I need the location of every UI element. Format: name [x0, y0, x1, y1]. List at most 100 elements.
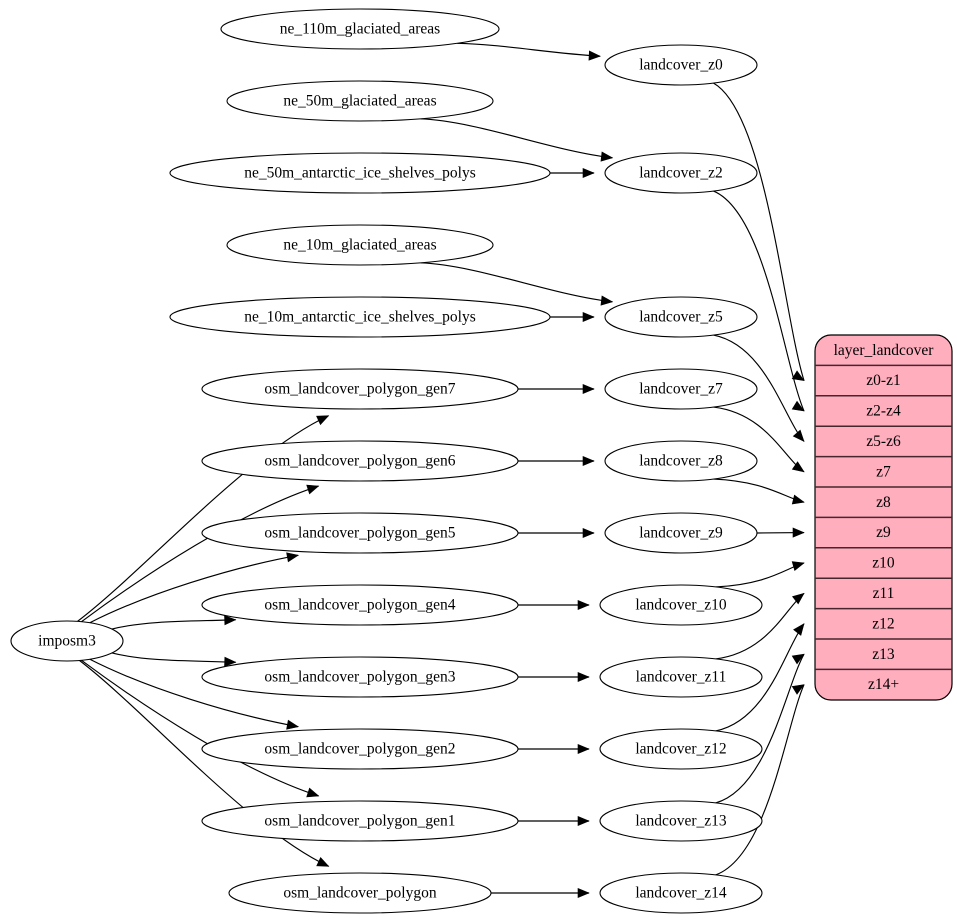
- node-shape-imposm3: [10, 620, 124, 662]
- node-landcover_z14[interactable]: landcover_z14: [599, 872, 763, 914]
- edge-ne_110m_glaciated_areas-to-landcover_z0-arrowhead: [588, 50, 601, 61]
- node-landcover_z7[interactable]: landcover_z7: [604, 368, 758, 410]
- edge-landcover_z2-to-layer_landcover-z2-z4-arrowhead: [791, 400, 805, 412]
- edge-imposm3-to-osm_landcover_polygon: [79, 660, 329, 867]
- node-shape-osm_landcover_polygon_gen2: [201, 728, 519, 770]
- edge-ne_50m_glaciated_areas-to-landcover_z2-arrowhead: [600, 151, 614, 162]
- edge-imposm3-to-osm_landcover_polygon_gen7: [77, 415, 329, 622]
- edge-landcover_z7-to-layer_landcover-z7-arrowhead: [791, 461, 805, 473]
- node-shape-landcover_z5: [604, 296, 758, 338]
- edge-imposm3-to-osm_landcover_polygon_gen2: [89, 658, 299, 728]
- node-shape-osm_landcover_polygon_gen1: [201, 800, 519, 842]
- edge-imposm3-to-osm_landcover_polygon_gen1: [81, 659, 319, 797]
- edge-landcover_z12-to-layer_landcover-z12-arrowhead: [793, 623, 805, 636]
- edge-ne_10m_antarctic_ice_shelves_polys-to-landcover_z5-arrowhead: [582, 311, 595, 323]
- node-ne_110m_glaciated_areas[interactable]: ne_110m_glaciated_areas: [220, 8, 500, 50]
- node-landcover_z10[interactable]: landcover_z10: [599, 584, 763, 626]
- node-shape-landcover_z2: [604, 152, 758, 194]
- edge-imposm3-to-osm_landcover_polygon_gen4: [111, 619, 236, 630]
- node-ne_10m_glaciated_areas[interactable]: ne_10m_glaciated_areas: [226, 224, 494, 266]
- edge-osm_landcover_polygon_gen1-to-landcover_z13-arrowhead: [577, 815, 590, 827]
- node-osm_landcover_polygon[interactable]: osm_landcover_polygon: [228, 872, 492, 914]
- node-ne_10m_antarctic_ice_shelves_polys[interactable]: ne_10m_antarctic_ice_shelves_polys: [169, 296, 551, 338]
- node-shape-osm_landcover_polygon: [228, 872, 492, 914]
- node-shape-ne_50m_antarctic_ice_shelves_polys: [169, 152, 551, 194]
- layer-landcover-table: layer_landcoverz0-z1z2-z4z5-z6z7z8z9z10z…: [814, 334, 953, 701]
- node-landcover_z5[interactable]: landcover_z5: [604, 296, 758, 338]
- node-osm_landcover_polygon_gen6[interactable]: osm_landcover_polygon_gen6: [201, 440, 519, 482]
- edge-imposm3-to-osm_landcover_polygon_gen2-arrowhead: [286, 719, 299, 730]
- edge-ne_50m_glaciated_areas-to-landcover_z2: [420, 118, 613, 159]
- node-osm_landcover_polygon_gen5[interactable]: osm_landcover_polygon_gen5: [201, 512, 519, 554]
- edge-imposm3-to-osm_landcover_polygon_gen7-arrowhead: [316, 415, 330, 426]
- edge-osm_landcover_polygon_gen6-to-landcover_z8-arrowhead: [582, 455, 595, 467]
- edge-landcover_z14-to-layer_landcover-z14+: [715, 684, 805, 876]
- edge-imposm3-to-osm_landcover_polygon_gen6: [81, 485, 319, 623]
- node-osm_landcover_polygon_gen2[interactable]: osm_landcover_polygon_gen2: [201, 728, 519, 770]
- node-ne_50m_glaciated_areas[interactable]: ne_50m_glaciated_areas: [226, 80, 494, 122]
- node-shape-landcover_z10: [599, 584, 763, 626]
- edge-imposm3-to-osm_landcover_polygon_gen3: [111, 652, 236, 663]
- node-shape-osm_landcover_polygon_gen6: [201, 440, 519, 482]
- edge-imposm3-to-osm_landcover_polygon_gen1-arrowhead: [306, 787, 320, 798]
- node-shape-landcover_z8: [604, 440, 758, 482]
- edge-landcover_z2-to-layer_landcover-z2-z4: [713, 190, 805, 412]
- node-shape-osm_landcover_polygon_gen4: [201, 584, 519, 626]
- edge-osm_landcover_polygon-to-landcover_z14-arrowhead: [577, 887, 590, 899]
- node-landcover_z2[interactable]: landcover_z2: [604, 152, 758, 194]
- edge-osm_landcover_polygon_gen7-to-landcover_z7-arrowhead: [582, 383, 595, 395]
- node-osm_landcover_polygon_gen1[interactable]: osm_landcover_polygon_gen1: [201, 800, 519, 842]
- edge-landcover_z9-to-layer_landcover-z9-arrowhead: [792, 527, 805, 538]
- nodes-layer: imposm3 ne_110m_glaciated_areas ne_50m_gla…: [10, 8, 763, 914]
- node-ne_50m_antarctic_ice_shelves_polys[interactable]: ne_50m_antarctic_ice_shelves_polys: [169, 152, 551, 194]
- edge-landcover_z0-to-layer_landcover-z0-z1: [713, 82, 805, 381]
- edge-imposm3-to-osm_landcover_polygon_gen5-arrowhead: [286, 552, 299, 563]
- edge-imposm3-to-osm_landcover_polygon_gen3-arrowhead: [224, 656, 237, 667]
- edge-imposm3-to-osm_landcover_polygon_gen4-arrowhead: [224, 615, 237, 626]
- node-shape-ne_50m_glaciated_areas: [226, 80, 494, 122]
- node-landcover_z11[interactable]: landcover_z11: [599, 656, 763, 698]
- edge-osm_landcover_polygon_gen2-to-landcover_z12-arrowhead: [577, 743, 590, 755]
- node-shape-landcover_z14: [599, 872, 763, 914]
- node-osm_landcover_polygon_gen3[interactable]: osm_landcover_polygon_gen3: [201, 656, 519, 698]
- edge-osm_landcover_polygon_gen5-to-landcover_z9-arrowhead: [582, 527, 595, 539]
- edge-landcover_z0-to-layer_landcover-z0-z1-arrowhead: [791, 370, 805, 382]
- edge-osm_landcover_polygon_gen4-to-landcover_z10-arrowhead: [577, 599, 590, 611]
- edges-layer: [77, 42, 805, 899]
- edge-osm_landcover_polygon_gen3-to-landcover_z11-arrowhead: [577, 671, 590, 683]
- edge-ne_10m_glaciated_areas-to-landcover_z5-arrowhead: [600, 295, 614, 306]
- node-shape-osm_landcover_polygon_gen5: [201, 512, 519, 554]
- node-shape-osm_landcover_polygon_gen7: [201, 368, 519, 410]
- node-shape-landcover_z0: [604, 44, 758, 86]
- edge-ne_10m_glaciated_areas-to-landcover_z5: [420, 262, 613, 303]
- node-landcover_z0[interactable]: landcover_z0: [604, 44, 758, 86]
- node-landcover_z8[interactable]: landcover_z8: [604, 440, 758, 482]
- edge-landcover_z5-to-layer_landcover-z5-z6-arrowhead: [792, 429, 805, 442]
- node-shape-landcover_z9: [604, 512, 758, 554]
- edge-landcover_z14-to-layer_landcover-z14+-arrowhead: [791, 684, 805, 695]
- node-landcover_z12[interactable]: landcover_z12: [599, 728, 763, 770]
- edge-landcover_z8-to-layer_landcover-z8: [713, 478, 805, 503]
- edge-landcover_z8-to-layer_landcover-z8-arrowhead: [791, 494, 805, 505]
- edge-ne_50m_antarctic_ice_shelves_polys-to-landcover_z2-arrowhead: [582, 167, 595, 179]
- node-shape-landcover_z13: [599, 800, 763, 842]
- node-imposm3[interactable]: imposm3: [10, 620, 124, 662]
- edge-landcover_z13-to-layer_landcover-z13: [715, 653, 805, 804]
- node-osm_landcover_polygon_gen7[interactable]: osm_landcover_polygon_gen7: [201, 368, 519, 410]
- edge-ne_110m_glaciated_areas-to-landcover_z0: [457, 42, 601, 57]
- edge-imposm3-to-osm_landcover_polygon-arrowhead: [316, 856, 330, 867]
- edge-imposm3-to-osm_landcover_polygon_gen5: [89, 554, 299, 624]
- edge-landcover_z12-to-layer_landcover-z12: [715, 623, 805, 732]
- node-shape-landcover_z12: [599, 728, 763, 770]
- edge-landcover_z10-to-layer_landcover-z10: [715, 562, 805, 588]
- edge-landcover_z10-to-layer_landcover-z10-arrowhead: [791, 561, 805, 571]
- node-landcover_z9[interactable]: landcover_z9: [604, 512, 758, 554]
- node-osm_landcover_polygon_gen4[interactable]: osm_landcover_polygon_gen4: [201, 584, 519, 626]
- node-landcover_z13[interactable]: landcover_z13: [599, 800, 763, 842]
- node-shape-landcover_z11: [599, 656, 763, 698]
- edge-landcover_z13-to-layer_landcover-z13-arrowhead: [791, 653, 805, 665]
- node-shape-ne_10m_glaciated_areas: [226, 224, 494, 266]
- edge-imposm3-to-osm_landcover_polygon_gen6-arrowhead: [306, 484, 320, 495]
